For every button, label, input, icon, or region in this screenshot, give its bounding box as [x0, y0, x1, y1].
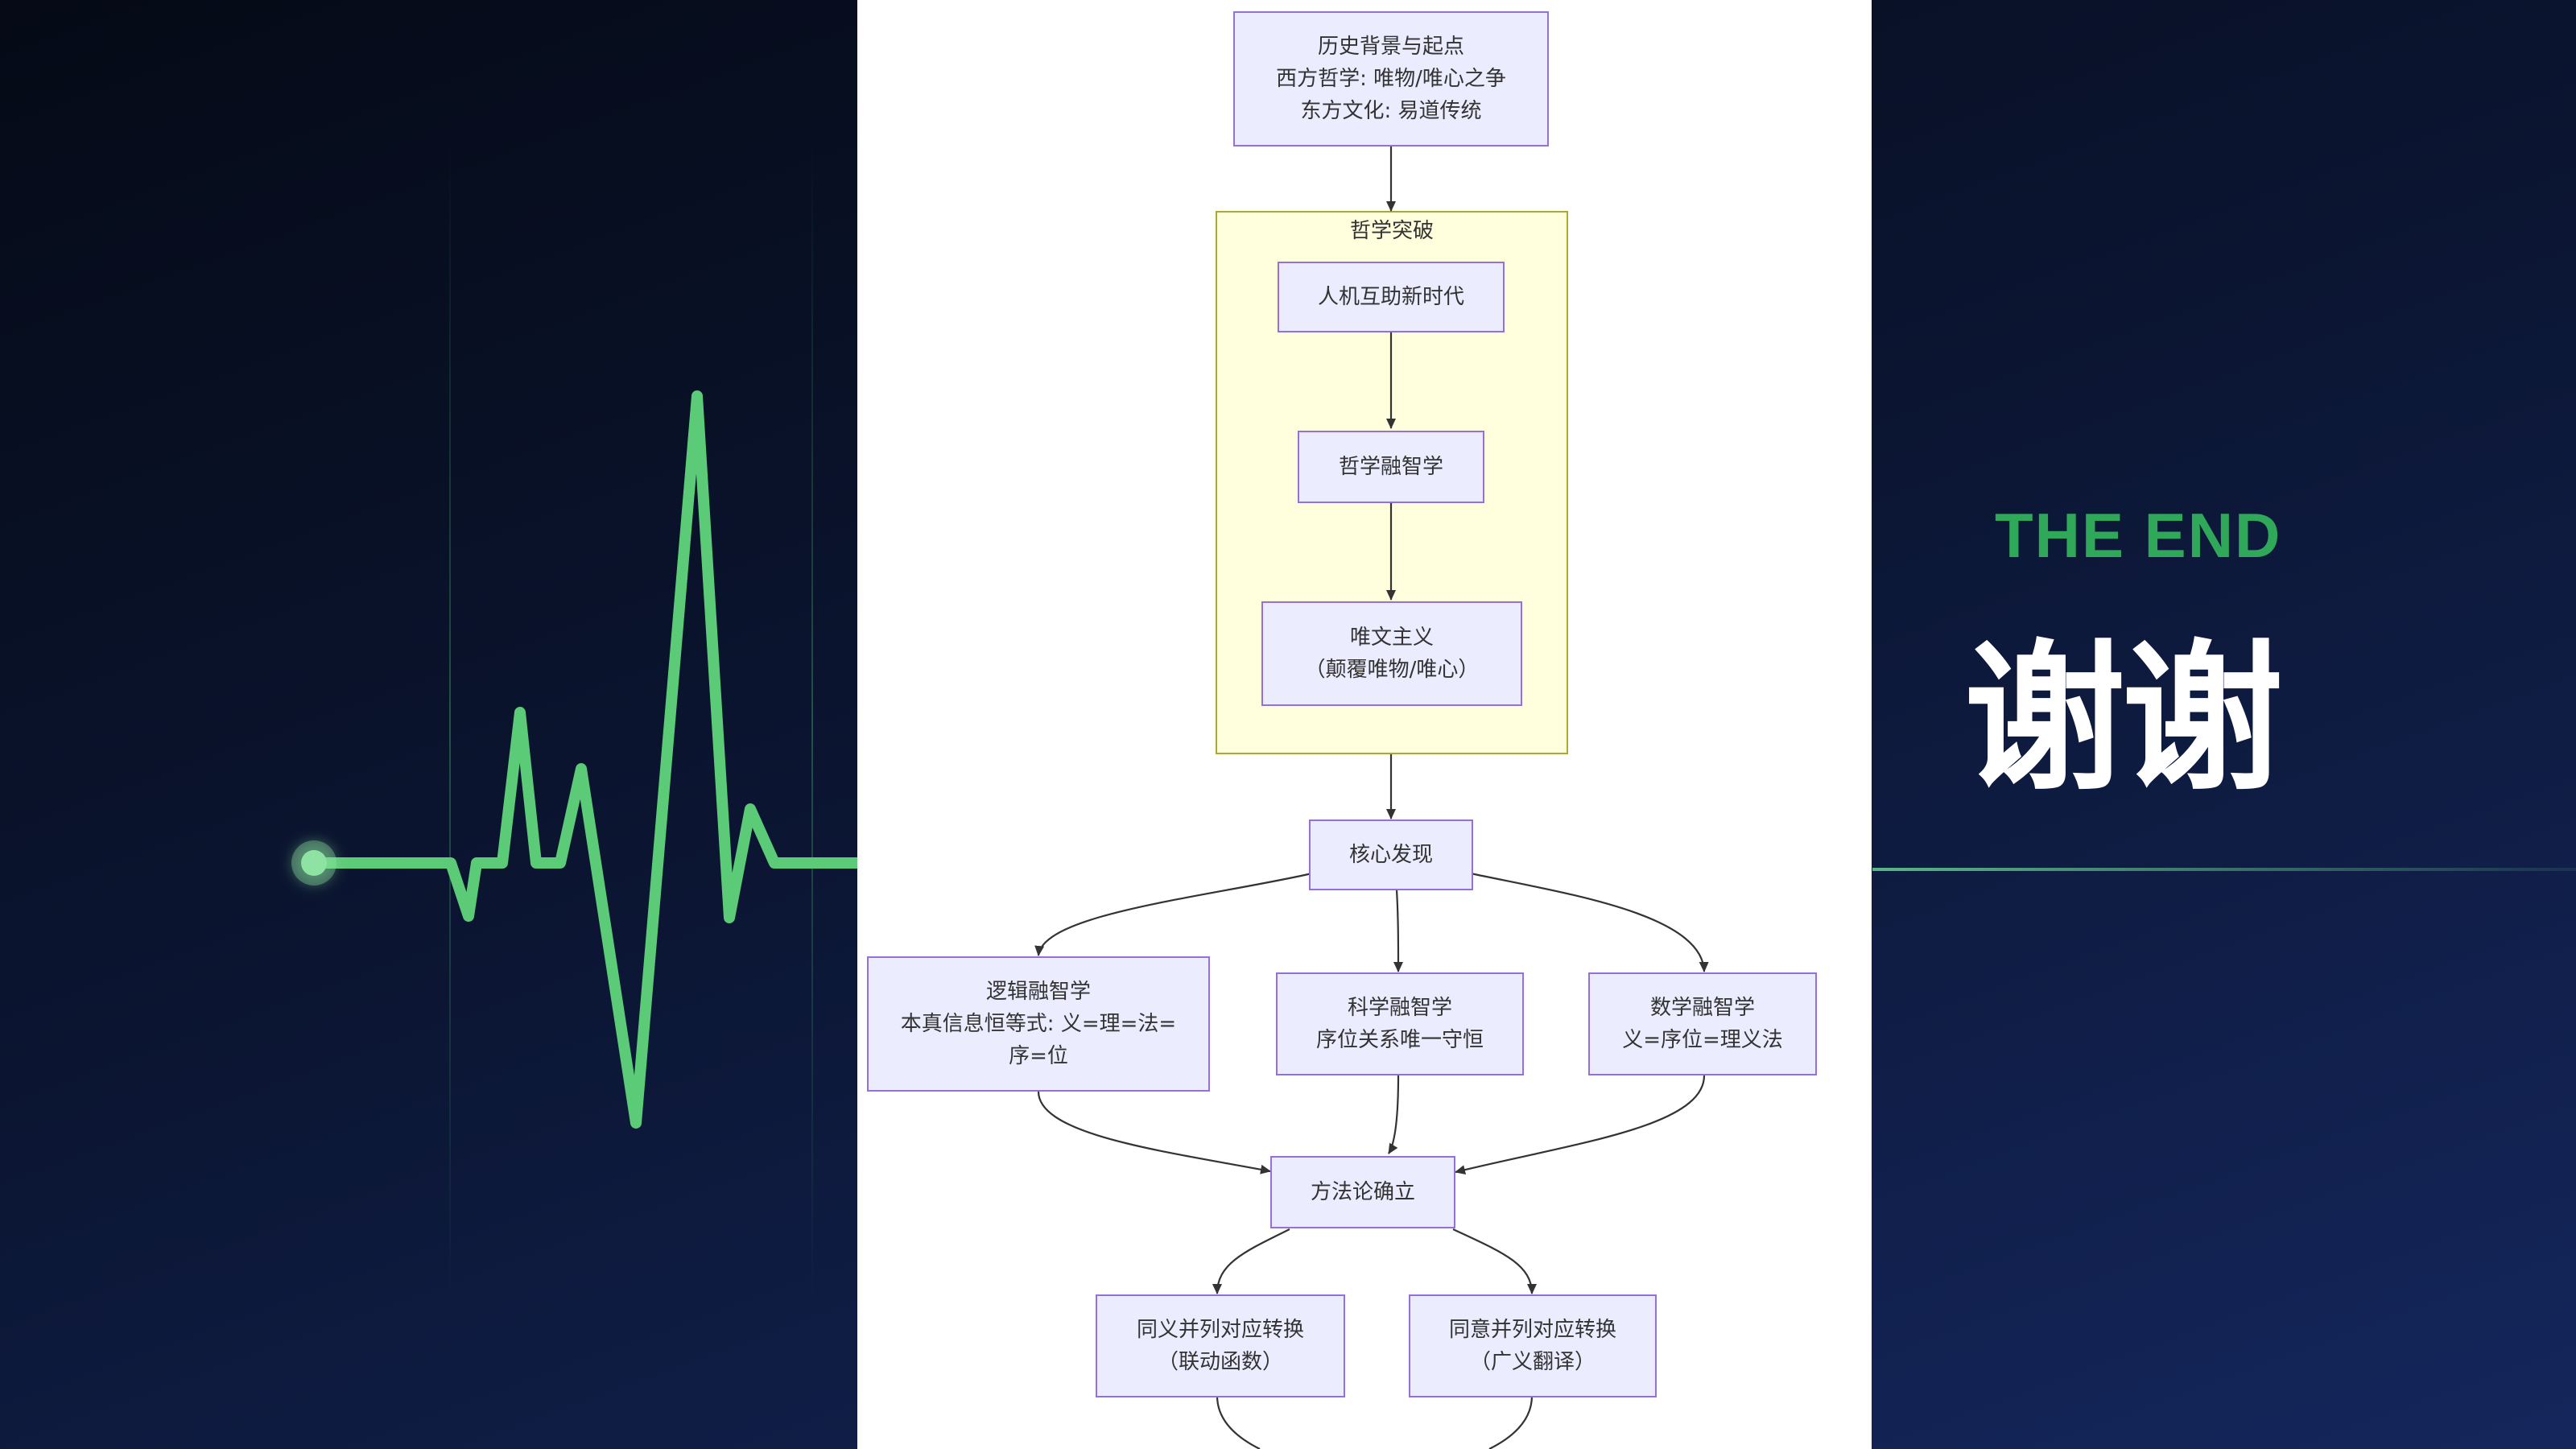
decor-horizontal-line — [1872, 868, 2576, 871]
node-core-discovery: 核心发现 — [1309, 819, 1473, 890]
node-science-wisdom: 科学融智学 序位关系唯一守恒 — [1276, 972, 1524, 1075]
node-synonym-conversion: 同义并列对应转换 （联动函数） — [1096, 1294, 1345, 1397]
node-philosophy-wisdom: 哲学融智学 — [1298, 431, 1484, 503]
edge-samemeaning-continuation — [1488, 1395, 1534, 1449]
edge-science-to-method — [1388, 1075, 1400, 1154]
node-textualism: 唯文主义 （颠覆唯物/唯心） — [1261, 601, 1522, 706]
edge-synonym-continuation — [1216, 1395, 1261, 1449]
decor-line-left — [449, 145, 451, 1304]
diagram-edges — [1034, 147, 1709, 1449]
diagram-panel: 哲学突破 历史背景与起点 西方哲学: — [857, 0, 1872, 1449]
node-logic-wisdom: 逻辑融智学 本真信息恒等式: 义=理=法= 序=位 — [867, 956, 1210, 1092]
cluster-label: 哲学突破 — [1349, 219, 1434, 243]
edge-method-to-synonym — [1212, 1228, 1290, 1294]
edge-core-to-math — [1470, 872, 1709, 972]
edge-core-to-logic — [1034, 872, 1313, 956]
end-label: THE END — [1995, 500, 2282, 571]
node-human-machine: 人机互助新时代 — [1278, 262, 1505, 332]
node-methodology: 方法论确立 — [1270, 1156, 1455, 1228]
edge-logic-to-method — [1037, 1091, 1271, 1174]
node-same-meaning-conversion: 同意并列对应转换 （广义翻译） — [1409, 1294, 1657, 1397]
heartbeat-line-icon — [291, 390, 857, 1129]
edge-math-to-method — [1455, 1075, 1706, 1174]
node-historical-background: 历史背景与起点 西方哲学: 唯物/唯心之争 东方文化: 易道传统 — [1233, 11, 1549, 147]
node-math-wisdom: 数学融智学 义=序位=理义法 — [1588, 972, 1817, 1075]
edge-core-to-science — [1393, 889, 1403, 972]
thanks-title: 谢谢 — [1964, 625, 2283, 813]
edge-method-to-samemeaning — [1452, 1228, 1537, 1294]
decor-line-right — [811, 145, 813, 1304]
